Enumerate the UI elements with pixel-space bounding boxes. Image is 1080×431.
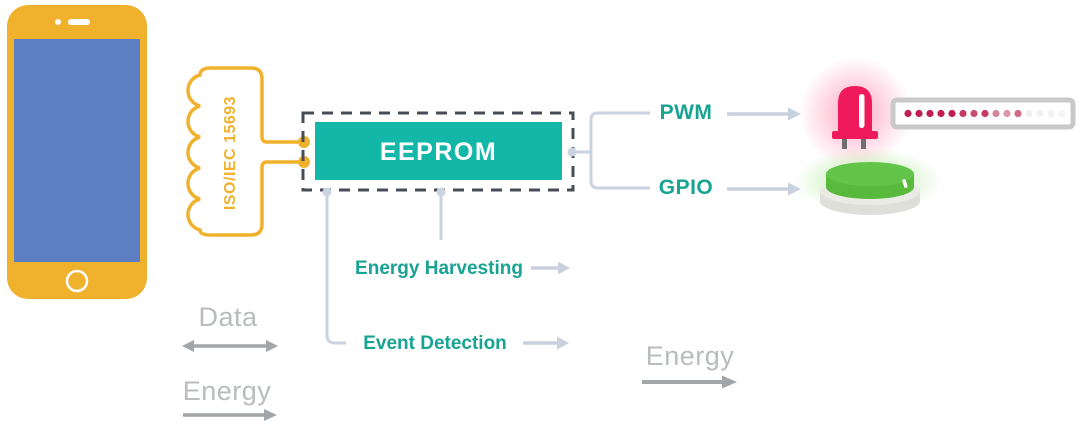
event-detection-label: Event Detection — [363, 333, 507, 354]
eeprom-connectors — [322, 111, 650, 345]
led-strip-dot — [1058, 109, 1066, 118]
led-strip-dot — [948, 109, 956, 118]
data-legend-label: Data — [198, 302, 258, 332]
push-button-icon — [794, 148, 942, 215]
smartphone-icon — [7, 5, 147, 299]
antenna-standard-label: ISO/IEC 15693 — [222, 95, 239, 211]
eeprom-port-right — [567, 147, 577, 157]
light-arrows — [523, 107, 801, 350]
gpio-arrow — [727, 182, 801, 196]
led-strip-dot — [992, 109, 1000, 118]
pwm-arrow — [727, 107, 801, 121]
antenna-terminal-bottom — [298, 156, 310, 168]
led-strip-dot — [981, 109, 989, 118]
led-strip-icon — [890, 97, 1076, 130]
event-detection-arrow — [523, 336, 569, 350]
gpio-label: GPIO — [658, 176, 714, 199]
energy-left-arrow — [183, 409, 277, 421]
energy-legend-right-label: Energy — [645, 341, 735, 371]
nfc-antenna-coil-icon — [186, 66, 310, 237]
pwm-label: PWM — [659, 101, 713, 124]
led-strip-dot — [970, 109, 978, 118]
led-strip-dot — [915, 109, 923, 118]
led-strip-dot — [1003, 109, 1011, 118]
eeprom-label: EEPROM — [379, 138, 498, 166]
led-strip-dot — [1025, 109, 1033, 118]
led-icon — [799, 57, 911, 169]
legend-arrows — [182, 340, 737, 421]
energy-legend-left-label: Energy — [182, 376, 272, 406]
eeprom-chip-rect — [315, 122, 562, 180]
data-double-arrow — [182, 340, 278, 352]
led-strip-dot — [1036, 109, 1044, 118]
energy-harvesting-arrow — [531, 261, 570, 275]
energy-harvesting-label: Energy Harvesting — [355, 258, 523, 279]
led-strip-dot — [1014, 109, 1022, 118]
led-strip-dot — [937, 109, 945, 118]
led-strip-dot — [959, 109, 967, 118]
eeprom-block — [301, 111, 575, 192]
led-strip-dots — [904, 109, 1066, 118]
led-strip-dot — [1047, 109, 1055, 118]
led-strip-dot — [926, 109, 934, 118]
eeprom-port-bottom-left — [322, 187, 332, 197]
energy-right-arrow — [642, 375, 737, 389]
led-strip-dot — [904, 109, 912, 118]
eeprom-port-bottom-mid — [436, 187, 446, 197]
